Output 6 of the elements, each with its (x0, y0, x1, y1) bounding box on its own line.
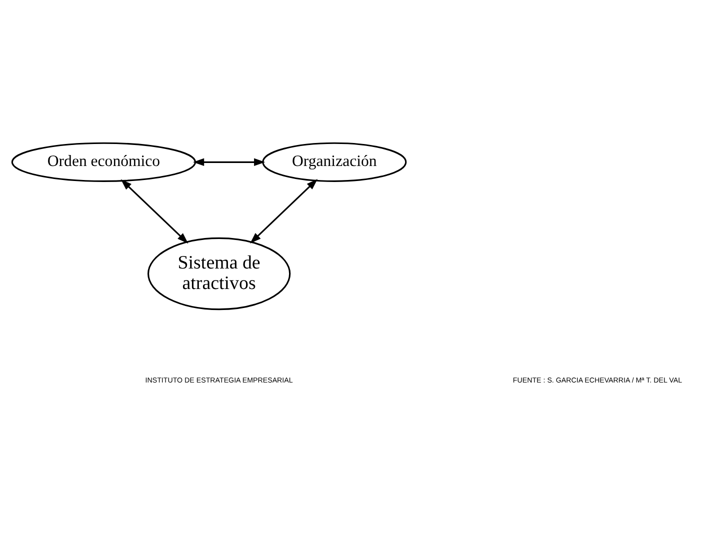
node-ellipse: Organización (262, 142, 407, 182)
node-ellipse: Sistema de atractivos (147, 236, 291, 310)
node-ellipse: Orden económico (11, 142, 196, 182)
arrow (193, 158, 266, 166)
arrow (120, 178, 188, 244)
arrow (250, 178, 318, 243)
